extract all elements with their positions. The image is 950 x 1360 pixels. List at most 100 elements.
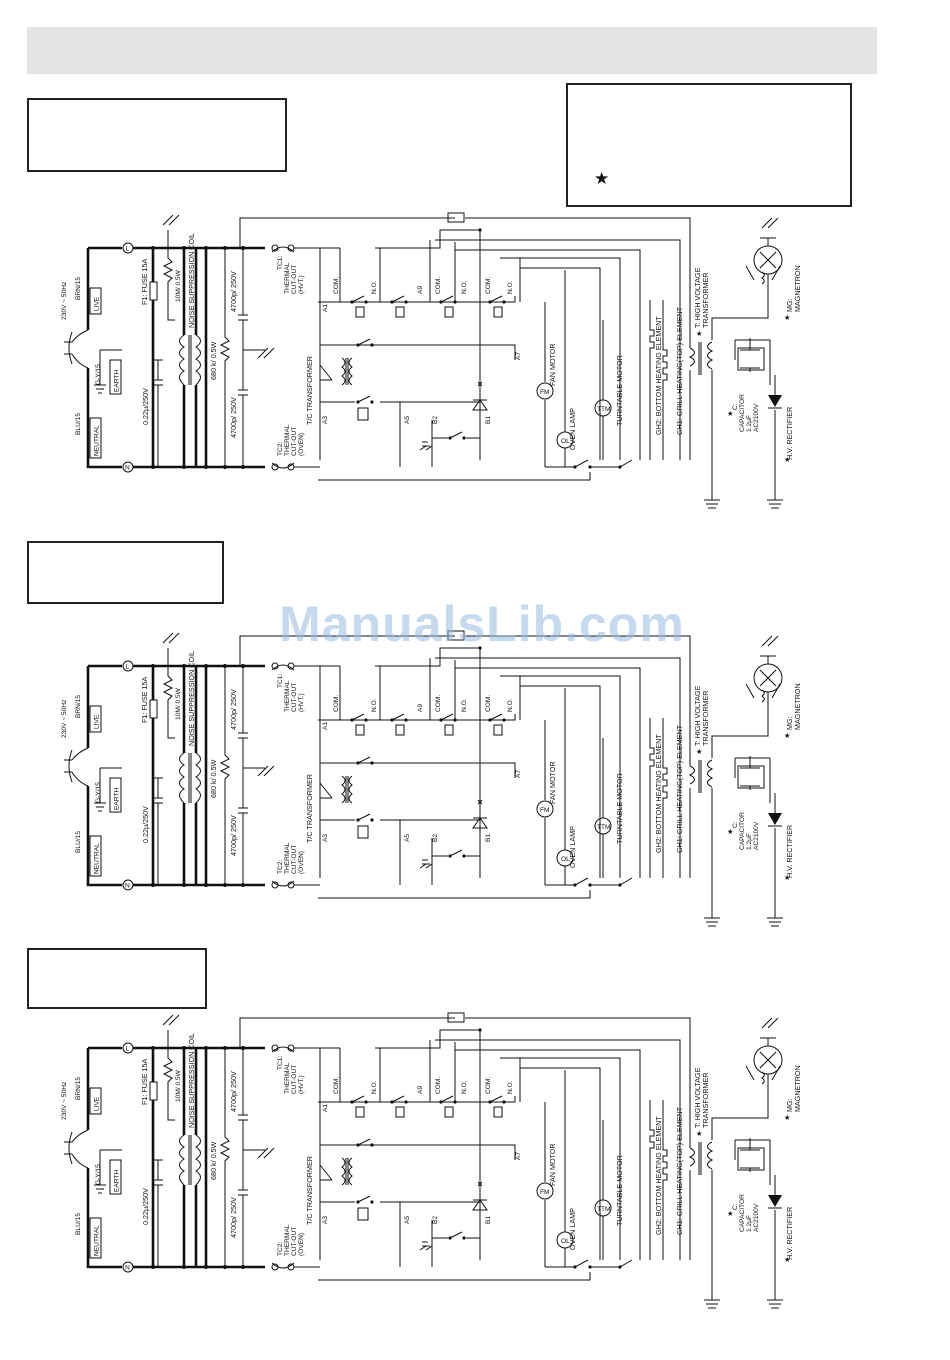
svg-text:THERMAL: THERMAL <box>284 262 291 294</box>
svg-text:TURNTABLE MOTOR: TURNTABLE MOTOR <box>615 355 624 426</box>
svg-text:A7: A7 <box>515 770 522 778</box>
svg-text:THERMAL: THERMAL <box>284 424 291 456</box>
svg-text:TC1:: TC1: <box>277 674 284 688</box>
main-rails: F1: FUSE 15A 0.22µ/250V 10M/ 0.5W NOISE … <box>133 214 275 469</box>
svg-text:FM: FM <box>540 807 550 814</box>
svg-text:B1: B1 <box>485 1216 492 1224</box>
svg-text:MG:: MG: <box>785 716 794 730</box>
thermal-cutouts: TC1: THERMAL CUT-OUT (HVT.) TC2: THERMAL… <box>271 1044 305 1271</box>
header-bar <box>27 27 877 74</box>
svg-text:GH1: GRILL HEATING(TOP) ELEMEN: GH1: GRILL HEATING(TOP) ELEMENT <box>675 1106 684 1235</box>
svg-text:N: N <box>125 883 130 890</box>
svg-text:N.O.: N.O. <box>507 698 514 712</box>
svg-text:LIVE: LIVE <box>94 296 101 311</box>
svg-text:(OVEN): (OVEN) <box>298 1233 305 1256</box>
svg-text:N.O.: N.O. <box>507 280 514 294</box>
svg-text:A5: A5 <box>404 416 411 424</box>
svg-text:1.2µF: 1.2µF <box>746 415 753 432</box>
svg-text:(HVT.): (HVT.) <box>298 275 305 294</box>
svg-text:BRN/15: BRN/15 <box>75 277 82 300</box>
svg-text:10M/ 0.5W: 10M/ 0.5W <box>175 269 182 302</box>
svg-text:A1: A1 <box>322 304 329 312</box>
svg-text:230V ~ 50Hz: 230V ~ 50Hz <box>61 1082 68 1120</box>
svg-text:230V ~ 50Hz: 230V ~ 50Hz <box>61 282 68 320</box>
main-rails: F1: FUSE 15A 0.22µ/250V 10M/ 0.5W NOISE … <box>133 1014 275 1269</box>
svg-text:MG:: MG: <box>785 1098 794 1112</box>
svg-text:F1: FUSE 15A: F1: FUSE 15A <box>140 676 149 723</box>
loads: FM FAN MOTOR OL OVEN LAMP TTM TURNTABLE … <box>318 688 684 899</box>
svg-text:EARTH: EARTH <box>114 788 121 810</box>
svg-text:★: ★ <box>784 1255 790 1264</box>
svg-text:THERMAL: THERMAL <box>284 1062 291 1094</box>
svg-text:OL: OL <box>561 856 570 863</box>
svg-text:1.2µF: 1.2µF <box>746 833 753 850</box>
svg-text:T/C TRANSFORMER: T/C TRANSFORMER <box>305 356 314 425</box>
svg-text:★: ★ <box>696 329 702 338</box>
hv-section: T: HIGH VOLTAGE TRANSFORMER C: CAPACITOR… <box>688 1017 802 1309</box>
svg-text:4700p/ 250V: 4700p/ 250V <box>229 271 238 312</box>
svg-text:OVEN LAMP: OVEN LAMP <box>568 1208 577 1250</box>
svg-text:COM.: COM. <box>485 1077 492 1094</box>
svg-text:GH1: GRILL HEATING(TOP) ELEMEN: GH1: GRILL HEATING(TOP) ELEMENT <box>675 724 684 853</box>
svg-text:A9: A9 <box>417 286 424 294</box>
svg-text:★: ★ <box>727 827 733 836</box>
svg-text:OL: OL <box>561 438 570 445</box>
power-input: L N 230V ~ 50Hz BRN/15 BLU/15 G-Y/15 LIV… <box>61 1042 134 1273</box>
svg-text:CUT-OUT: CUT-OUT <box>291 427 298 456</box>
svg-text:A3: A3 <box>322 1216 329 1224</box>
star-icon: ★ <box>594 169 610 188</box>
svg-text:N: N <box>125 465 130 472</box>
svg-text:LIVE: LIVE <box>94 1096 101 1111</box>
svg-text:CUT-OUT: CUT-OUT <box>291 845 298 874</box>
svg-text:230V ~ 50Hz: 230V ~ 50Hz <box>61 700 68 738</box>
relay-block: COM. N.O. A9 COM. N.O. COM. N.O. A1 A3 A… <box>239 1012 691 1268</box>
svg-text:0.22µ/250V: 0.22µ/250V <box>141 806 150 843</box>
power-input: L N 230V ~ 50Hz BRN/15 BLU/15 G-Y/15 LIV… <box>61 660 134 891</box>
svg-text:F1: FUSE 15A: F1: FUSE 15A <box>140 258 149 305</box>
svg-text:L: L <box>126 246 130 253</box>
svg-text:NEUTRAL: NEUTRAL <box>94 1225 101 1256</box>
svg-text:NEUTRAL: NEUTRAL <box>94 425 101 456</box>
svg-text:N.O.: N.O. <box>371 698 378 712</box>
svg-text:(HVT.): (HVT.) <box>298 1075 305 1094</box>
hv-section: T: HIGH VOLTAGE TRANSFORMER C: CAPACITOR… <box>688 635 802 927</box>
svg-text:★: ★ <box>784 873 790 882</box>
svg-text:A9: A9 <box>417 1086 424 1094</box>
svg-text:(HVT.): (HVT.) <box>298 693 305 712</box>
svg-text:680 k/ 0.5W: 680 k/ 0.5W <box>209 1141 218 1180</box>
svg-text:10M/ 0.5W: 10M/ 0.5W <box>175 687 182 720</box>
svg-text:CUT-OUT: CUT-OUT <box>291 1227 298 1256</box>
svg-text:COM.: COM. <box>485 695 492 712</box>
wiring-diagram-2: L N 230V ~ 50Hz BRN/15 BLU/15 G-Y/15 LIV… <box>61 630 802 927</box>
svg-text:AC2100V: AC2100V <box>753 403 760 432</box>
svg-text:T: HIGH VOLTAGE: T: HIGH VOLTAGE <box>693 1067 702 1128</box>
svg-text:4700p/ 250V: 4700p/ 250V <box>229 397 238 438</box>
svg-text:FAN MOTOR: FAN MOTOR <box>548 1143 557 1186</box>
thermal-cutouts: TC1: THERMAL CUT-OUT (HVT.) TC2: THERMAL… <box>271 244 305 471</box>
svg-text:A1: A1 <box>322 1104 329 1112</box>
svg-text:L: L <box>126 1046 130 1053</box>
svg-text:THERMAL: THERMAL <box>284 680 291 712</box>
svg-text:680 k/ 0.5W: 680 k/ 0.5W <box>209 341 218 380</box>
svg-text:F1: FUSE 15A: F1: FUSE 15A <box>140 1058 149 1105</box>
caption-box-1 <box>27 98 287 172</box>
loads: FM FAN MOTOR OL OVEN LAMP TTM TURNTABLE … <box>318 1070 684 1281</box>
svg-text:G-Y/15: G-Y/15 <box>95 782 102 803</box>
svg-text:★: ★ <box>784 455 790 464</box>
svg-text:A7: A7 <box>515 352 522 360</box>
svg-text:A3: A3 <box>322 834 329 842</box>
svg-text:4700p/ 250V: 4700p/ 250V <box>229 689 238 730</box>
thermal-cutouts: TC1: THERMAL CUT-OUT (HVT.) TC2: THERMAL… <box>271 662 305 889</box>
svg-text:TC2:: TC2: <box>277 1242 284 1256</box>
svg-text:NOISE SUPPRESSION COIL: NOISE SUPPRESSION COIL <box>187 233 196 328</box>
svg-text:TTM: TTM <box>597 824 611 831</box>
relay-switches <box>350 1095 506 1118</box>
svg-text:G-Y/15: G-Y/15 <box>95 1164 102 1185</box>
relay-block: COM. N.O. A9 COM. N.O. COM. N.O. A1 A3 A… <box>239 630 691 886</box>
svg-text:FM: FM <box>540 389 550 396</box>
hv-section: T: HIGH VOLTAGE TRANSFORMER C: CAPACITOR… <box>688 217 802 509</box>
svg-text:H.V. RECTIFIER: H.V. RECTIFIER <box>785 407 794 460</box>
svg-text:4700p/ 250V: 4700p/ 250V <box>229 815 238 856</box>
svg-text:COM.: COM. <box>333 1077 340 1094</box>
caption-box-3 <box>27 948 207 1009</box>
